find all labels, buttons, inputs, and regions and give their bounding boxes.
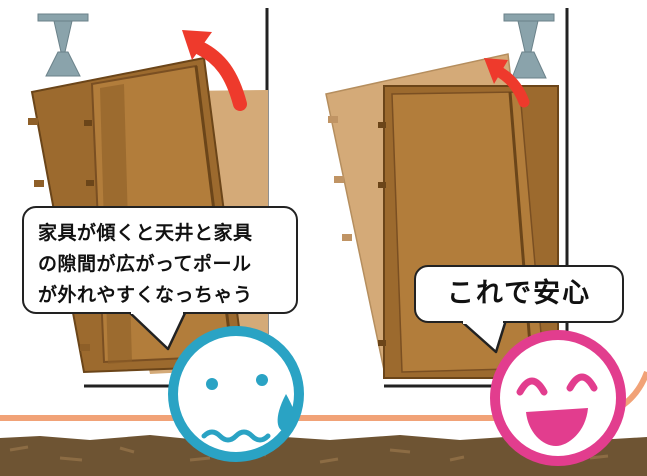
left-speech-bubble: 家具が傾くと天井と家具 の隙間が広がってポール が外れやすくなっちゃう	[22, 206, 298, 314]
left-tilt-arrow-icon	[182, 30, 247, 111]
ground-strip	[0, 435, 647, 476]
right-tension-pole	[503, 13, 555, 79]
right-tail-joint	[463, 316, 503, 324]
right-panel	[325, 8, 569, 388]
happy-face-icon	[490, 330, 626, 466]
right-tilt-arrow-icon	[484, 58, 530, 108]
bubble-line-2: の隙間が広がってポール	[38, 253, 252, 275]
right-speech-bubble: これで安心	[414, 265, 624, 323]
worried-face-icon	[168, 326, 304, 462]
bubble-line-1: 家具が傾くと天井と家具	[38, 222, 253, 244]
bubble-line-3: が外れやすくなっちゃう	[38, 284, 253, 306]
left-tail-joint	[131, 306, 183, 314]
left-tension-pole	[37, 13, 89, 77]
right-bubble-text: これで安心	[446, 278, 592, 309]
